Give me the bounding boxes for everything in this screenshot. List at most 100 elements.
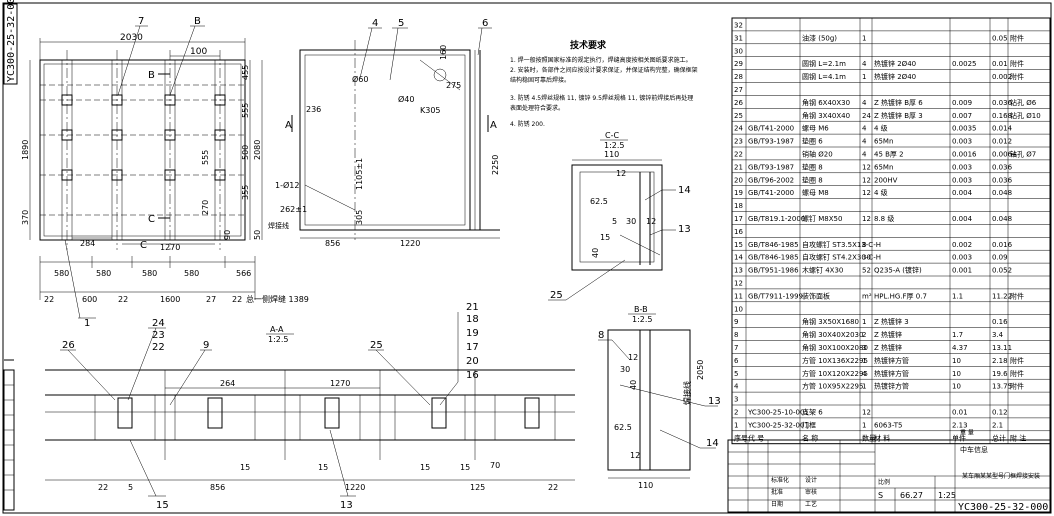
bom-header: 序号代 号名 称数量材 料单件总计附 注重 量 bbox=[734, 428, 1026, 442]
bom-cell-qty: 12 bbox=[862, 189, 871, 197]
bom-cell-name: 装饰面板 bbox=[802, 291, 830, 300]
section-bb-dim-12b: 12 bbox=[630, 451, 640, 460]
bom-cell-mat: 4 级 bbox=[874, 188, 888, 197]
balloon-4: 4 bbox=[372, 18, 378, 29]
bom-row: 30 bbox=[734, 47, 743, 55]
plan-dim-370: 370 bbox=[21, 210, 30, 225]
bom-cell-w1: 0.01 bbox=[952, 409, 968, 417]
bom-cell-no: 4 bbox=[734, 383, 739, 391]
notes-heading: 技术要求 bbox=[570, 39, 607, 51]
bom-cell-w2: 0.16 bbox=[992, 318, 1008, 326]
bom-cell-note: 钻孔 Ø10 bbox=[1010, 111, 1041, 120]
bom-cell-name: 支架 6 bbox=[802, 408, 823, 417]
bottom-dim-22b: 22 bbox=[118, 295, 128, 304]
cc-balloon-25: 25 bbox=[550, 290, 563, 301]
bom-cell-name: 圆钢 L=2.1m bbox=[802, 59, 846, 68]
left-margin-ticks bbox=[3, 359, 15, 511]
front-section-a-right: A bbox=[490, 120, 497, 131]
section-mark-b-1: B bbox=[148, 70, 155, 81]
tb-scale: 1:25 bbox=[938, 491, 956, 500]
bom-cell-w1: 0.004 bbox=[952, 189, 973, 197]
aa-dim-22a: 22 bbox=[98, 483, 108, 492]
note-line-3: 结构稳固可靠后焊接。 bbox=[510, 76, 570, 84]
aa-balloon-16: 16 bbox=[466, 370, 479, 381]
aa-balloon-13: 13 bbox=[340, 500, 353, 511]
bracket-marks bbox=[61, 94, 226, 181]
tb-company: 中车信息 bbox=[960, 445, 988, 454]
bom-cell-name: 圆钢 L=4.1m bbox=[802, 72, 846, 81]
bom-cell-qty: 12 bbox=[862, 409, 871, 417]
bom-cell-code: GB/T96-2002 bbox=[748, 176, 794, 184]
front-dim-160: 160 bbox=[439, 45, 448, 60]
bom-cell-no: 11 bbox=[734, 292, 743, 300]
aa-fasteners bbox=[117, 397, 540, 429]
tb-scale-label: 比例 bbox=[878, 478, 890, 486]
front-view: 856 1220 1105±1 305 262±1 1-Ø12 2250 160… bbox=[268, 18, 500, 248]
aa-dim-5: 5 bbox=[128, 483, 133, 492]
bom-cell-name: 垫圈 6 bbox=[802, 137, 823, 146]
aa-balloon-25: 25 bbox=[370, 340, 383, 351]
bom-header-name: 名 称 bbox=[802, 433, 818, 442]
bom-cell-name: 自攻螺钉 ST3.5X13-C-H bbox=[802, 240, 881, 249]
bottom-dim-580-1: 580 bbox=[54, 269, 69, 278]
bom-cell-w2: 0.052 bbox=[992, 267, 1012, 275]
section-cc-dim-15: 15 bbox=[600, 233, 610, 242]
front-dim-60: Ø60 bbox=[352, 74, 368, 84]
plan-dim-90: 90 bbox=[223, 230, 232, 240]
bom-cell-code: GB/T846-1985 bbox=[748, 241, 799, 249]
bb-balloon-13: 13 bbox=[708, 396, 721, 407]
bom-cell-name: 垫圈 8 bbox=[802, 162, 823, 171]
bom-cell-name: 垫圈 8 bbox=[802, 175, 823, 184]
tb-role-5: 日期 bbox=[771, 500, 783, 508]
rotated-drawing-number: YC300-25-32-000 bbox=[6, 0, 17, 82]
section-cc-dim-62.5: 62.5 bbox=[590, 197, 608, 206]
plan-dim-1270: 1270 bbox=[160, 243, 180, 252]
section-cc-dim-12b: 12 bbox=[646, 217, 656, 226]
bom-cell-no: 26 bbox=[734, 99, 743, 107]
title-block: 中车信息 某车厢某某型号门框焊接安装 比例 S 66.27 1:25 YC300… bbox=[727, 439, 1051, 513]
front-dim-262: 262±1 bbox=[280, 205, 307, 214]
cc-balloon-14: 14 bbox=[678, 185, 691, 196]
bom-cell-qty: 12 bbox=[862, 176, 871, 184]
front-weld-label: 焊接线 bbox=[268, 221, 289, 230]
section-bb-scale: 1:2.5 bbox=[632, 315, 653, 324]
bottom-dim-580-4: 580 bbox=[184, 269, 199, 278]
bom-cell-qty: 4 bbox=[862, 151, 867, 159]
bom-cell-qty: 1 bbox=[862, 357, 866, 365]
bom-cell-code: YC300-25-10-001 bbox=[747, 409, 809, 417]
tb-drawing-number: YC300-25-32-000 bbox=[958, 502, 1048, 513]
bom-cell-qty: 1 bbox=[862, 421, 866, 429]
tb-role-0: 设计 bbox=[805, 476, 817, 484]
bom-cell-w2: 13.75 bbox=[992, 383, 1012, 391]
bom-cell-note: 钻孔 Ø6 bbox=[1010, 98, 1037, 107]
bom-cell-no: 9 bbox=[734, 318, 738, 326]
aa-balloon-24: 24 bbox=[152, 318, 165, 329]
bom-cell-mat: 4 级 bbox=[874, 124, 888, 133]
front-dim-1105: 1105±1 bbox=[355, 158, 364, 190]
bom-cell-no: 31 bbox=[734, 34, 743, 42]
bom-cell-qty: 8 bbox=[862, 241, 866, 249]
bom-cell-no: 29 bbox=[734, 60, 743, 68]
bom-cell-mat: 6063-T5 bbox=[874, 421, 902, 429]
aa-dim-125: 125 bbox=[470, 483, 485, 492]
section-cc-scale: 1:2.5 bbox=[604, 141, 625, 150]
bom-header-note: 附 注 bbox=[1010, 433, 1026, 442]
bom-cell-w2: 0.036 bbox=[992, 176, 1013, 184]
bom-cell-qty: 4 bbox=[862, 138, 867, 146]
balloon-1: 1 bbox=[84, 318, 90, 329]
front-section-a-left: A bbox=[285, 120, 292, 131]
bom-cell-no: 1 bbox=[734, 421, 738, 429]
section-cc-dim-12: 12 bbox=[616, 169, 626, 178]
bom-cell-mat: Z 热镀锌 B厚 6 bbox=[874, 98, 923, 107]
bom-cell-w2: 3.4 bbox=[992, 331, 1004, 339]
bom-header-code: 代 号 bbox=[748, 433, 764, 442]
bom-header-mat: 材 料 bbox=[874, 433, 890, 442]
bom-cell-no: 8 bbox=[734, 331, 738, 339]
bom-cell-mat: 200HV bbox=[874, 176, 898, 184]
section-bb-dim-2050: 2050 bbox=[696, 360, 705, 380]
plan-dim-50: 50 bbox=[253, 230, 262, 240]
